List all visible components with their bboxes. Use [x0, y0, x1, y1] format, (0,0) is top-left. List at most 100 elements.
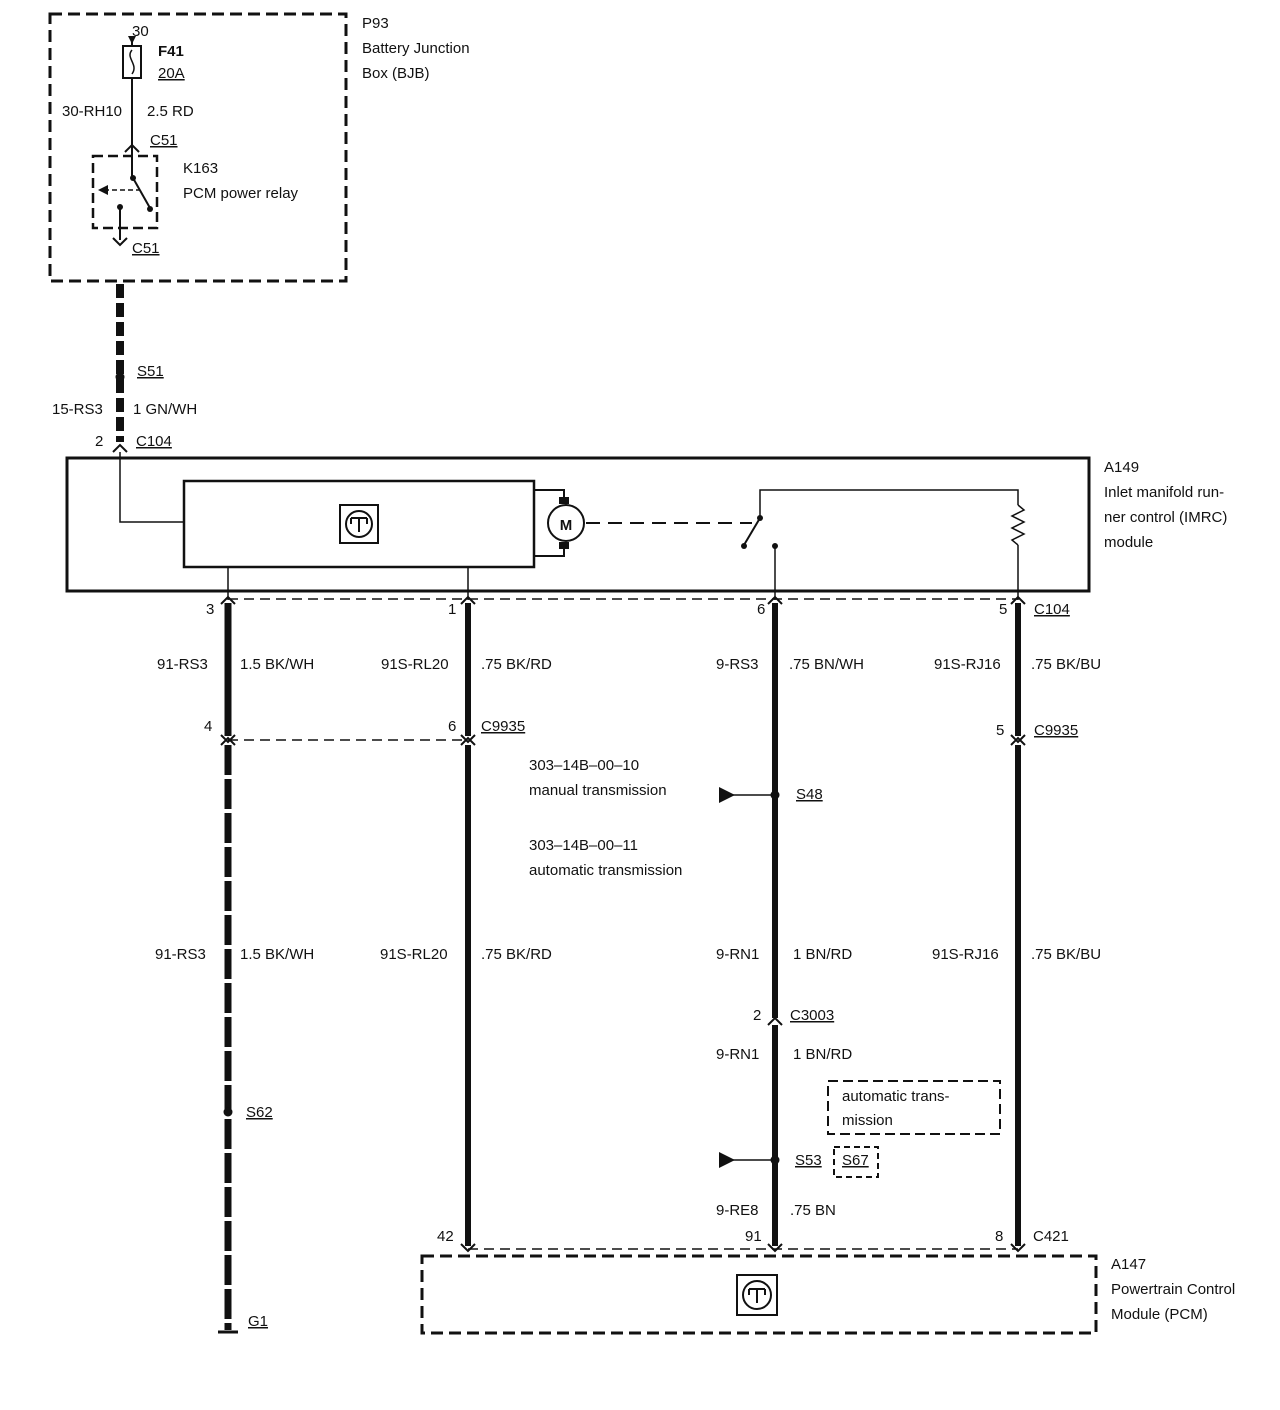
- splice-s53-dot: [770, 1155, 780, 1165]
- c9935-pin4-icon: [220, 734, 236, 746]
- wire4-lower-code: 91S-RJ16: [932, 946, 999, 963]
- connector-c3003: C3003: [790, 1007, 834, 1024]
- c104-pin-6: 6: [757, 601, 765, 618]
- c421-pin91-icon: [767, 1243, 783, 1253]
- c104-pin1-icon: [460, 595, 476, 605]
- relay-id: K163: [183, 160, 218, 177]
- wire1-upper-code: 91-RS3: [157, 656, 208, 673]
- c3003-wire-spec: 1 BN/RD: [793, 1046, 852, 1063]
- splice-s62-dot: [223, 1107, 233, 1117]
- connector-c421: C421: [1033, 1228, 1069, 1245]
- motor-brush-bottom: [559, 542, 569, 549]
- wire1-lower-spec: 1.5 BK/WH: [240, 946, 314, 963]
- feed-internal-wire: [119, 452, 184, 523]
- c104-pin6-icon: [767, 595, 783, 605]
- position-switch-wire: [759, 489, 1019, 518]
- auto-trans-note-line1: automatic trans-: [842, 1088, 950, 1105]
- c104-pin-3: 3: [206, 601, 214, 618]
- connector-c104-feed-icon: [112, 443, 128, 453]
- c104-pin-1: 1: [448, 601, 456, 618]
- motor-symbol: M: [560, 517, 573, 534]
- imrc-name-line2: ner control (IMRC): [1104, 509, 1227, 526]
- c104-pin3-icon: [220, 595, 236, 605]
- splice-s53: S53: [795, 1152, 822, 1169]
- relay-switch-arm: [132, 177, 151, 209]
- c9935-pin6-icon: [460, 734, 476, 746]
- splice-s48-arrow-icon: [719, 787, 735, 803]
- imrc-controller-icon-glyph: [350, 517, 368, 532]
- pcm-icon-ring: [742, 1280, 772, 1310]
- fuse-element: [129, 49, 135, 75]
- fuse-id: F41: [158, 43, 184, 60]
- connector-c51-bottom-icon: [112, 237, 128, 247]
- c9935-pin5-icon: [1010, 734, 1026, 746]
- bjb-box: [48, 12, 348, 283]
- motor-icon: [547, 504, 585, 542]
- c9935-pin-6: 6: [448, 718, 456, 735]
- connector-c104-feed: C104: [136, 433, 172, 450]
- c3003-pin: 2: [753, 1007, 761, 1024]
- imrc-id: A149: [1104, 459, 1139, 476]
- fuse-rating: 20A: [158, 65, 185, 82]
- splice-s53-arrow-icon: [719, 1152, 735, 1168]
- imrc-controller-box: [182, 479, 536, 569]
- wire2-lower-code: 91S-RL20: [380, 946, 448, 963]
- ref2-text: automatic transmission: [529, 862, 682, 879]
- imrc-module-box: [65, 456, 1091, 593]
- relay-name: PCM power relay: [183, 185, 299, 202]
- c421-pin-42: 42: [437, 1228, 454, 1245]
- relay-box: [91, 154, 159, 230]
- c9935-pin-4: 4: [204, 718, 212, 735]
- wire4-upper-code: 91S-RJ16: [934, 656, 1001, 673]
- ref1-code: 303–14B–00–10: [529, 757, 639, 774]
- wire3-upper-spec: .75 BN/WH: [789, 656, 864, 673]
- connector-c104: C104: [1034, 601, 1070, 618]
- wire1-lower-code: 91-RS3: [155, 946, 206, 963]
- bjb-wire-code: 30-RH10: [62, 103, 122, 120]
- wire4-lower-spec: .75 BK/BU: [1031, 946, 1101, 963]
- last-wire-spec: .75 BN: [790, 1202, 836, 1219]
- feed-pin: 2: [95, 433, 103, 450]
- bjb-wire-spec: 2.5 RD: [147, 103, 194, 120]
- position-switch-arm: [743, 517, 761, 546]
- c421-pin8-icon: [1010, 1243, 1026, 1253]
- connector-c51-bottom: C51: [132, 240, 160, 257]
- c421-pin-91: 91: [745, 1228, 762, 1245]
- wire1-upper-spec: 1.5 BK/WH: [240, 656, 314, 673]
- wire3-lower-code: 9-RN1: [716, 946, 759, 963]
- pcm-box: [420, 1254, 1098, 1335]
- pcm-name-line1: Powertrain Control: [1111, 1281, 1235, 1298]
- ref1-text: manual transmission: [529, 782, 667, 799]
- imrc-name-line3: module: [1104, 534, 1153, 551]
- bjb-id: P93: [362, 15, 389, 32]
- splice-s62: S62: [246, 1104, 273, 1121]
- motor-bracket-bottom: [534, 546, 565, 557]
- splice-s48-dot: [770, 790, 780, 800]
- c421-pin42-icon: [460, 1243, 476, 1253]
- splice-s67-box: [833, 1146, 879, 1178]
- pcm-id: A147: [1111, 1256, 1146, 1273]
- pcm-icon-glyph: [748, 1288, 766, 1303]
- ref2-code: 303–14B–00–11: [529, 837, 638, 854]
- relay-contact-bottom: [147, 206, 153, 212]
- wire4-upper-spec: .75 BK/BU: [1031, 656, 1101, 673]
- wire2-upper-spec: .75 BK/RD: [481, 656, 552, 673]
- c104-pin-5: 5: [999, 601, 1007, 618]
- bjb-name-line2: Box (BJB): [362, 65, 430, 82]
- wire2-lower-spec: .75 BK/RD: [481, 946, 552, 963]
- connector-c51-top-icon: [124, 143, 140, 153]
- c3003-wire-code: 9-RN1: [716, 1046, 759, 1063]
- connector-c9935-right: C9935: [1034, 722, 1078, 739]
- splice-s48: S48: [796, 786, 823, 803]
- ground-g1: G1: [248, 1313, 268, 1330]
- splice-s51: S51: [137, 363, 164, 380]
- motor-brush-top: [559, 497, 569, 504]
- position-switch-contact-b: [741, 543, 747, 549]
- c104-pin5-icon: [1010, 595, 1026, 605]
- splice-s67: S67: [842, 1152, 869, 1169]
- c421-pin-8: 8: [995, 1228, 1003, 1245]
- splice-s51-dot: [115, 372, 125, 382]
- wire3-upper-code: 9-RS3: [716, 656, 759, 673]
- connector-c9935-mid: C9935: [481, 718, 525, 735]
